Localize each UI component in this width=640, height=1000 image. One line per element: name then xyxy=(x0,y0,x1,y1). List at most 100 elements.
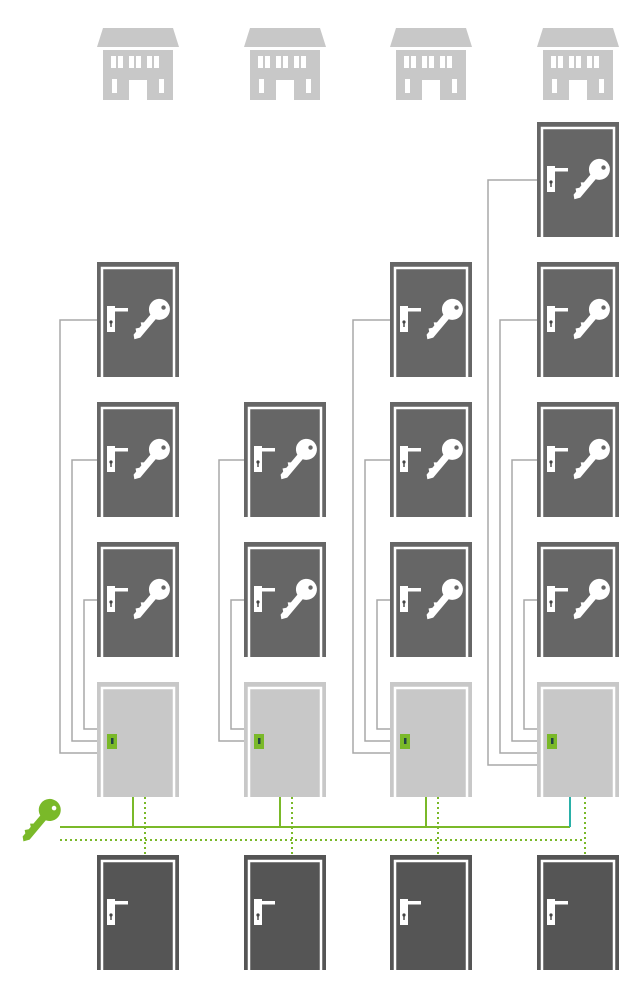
door-frame-line xyxy=(393,686,469,797)
house-icon xyxy=(244,28,326,100)
house-roof xyxy=(244,28,326,47)
door-handle-icon xyxy=(400,586,421,612)
keyed-door xyxy=(97,402,179,517)
house-entrance xyxy=(422,80,440,100)
keyhole xyxy=(550,182,552,187)
master-key-icon xyxy=(22,798,61,842)
key-blade xyxy=(573,173,597,200)
key-icon xyxy=(573,298,610,340)
house-roof xyxy=(390,28,472,47)
keyhole xyxy=(404,738,407,744)
handle-plate xyxy=(547,446,555,472)
key-bow xyxy=(588,298,610,320)
door-handle-icon xyxy=(107,899,128,925)
house-window xyxy=(452,79,457,93)
handle-plate xyxy=(254,899,262,925)
door-frame-line xyxy=(540,126,616,237)
door-frame-line xyxy=(247,406,323,517)
handle-lever xyxy=(112,588,128,592)
lock-wire xyxy=(376,599,390,730)
keyhole xyxy=(403,915,405,920)
lock-wire xyxy=(230,599,244,730)
key-blade xyxy=(573,593,597,620)
key-blade xyxy=(22,814,47,842)
door-frame-line xyxy=(247,686,323,797)
door-handle-icon xyxy=(547,899,568,925)
house-window xyxy=(411,56,416,68)
door-handle-icon xyxy=(107,446,128,472)
handle-plate xyxy=(547,306,555,332)
key-blade xyxy=(280,453,304,480)
house-window xyxy=(405,79,410,93)
house-entrance xyxy=(569,80,587,100)
handle-plate xyxy=(400,586,408,612)
key-blade xyxy=(133,453,157,480)
handle-lever xyxy=(112,308,128,312)
door-frame-line xyxy=(393,546,469,657)
handle-lever xyxy=(405,901,421,905)
door-handle-icon xyxy=(400,306,421,332)
house-roof xyxy=(537,28,619,47)
house-window xyxy=(154,56,159,68)
door-handle-icon xyxy=(107,586,128,612)
apartment-door xyxy=(97,855,179,970)
house-window xyxy=(306,79,311,93)
door-frame-line xyxy=(393,266,469,377)
keyhole xyxy=(110,602,112,607)
apartment-door xyxy=(390,855,472,970)
door-frame-line xyxy=(100,406,176,517)
central-entrance-door xyxy=(537,682,619,797)
key-hole xyxy=(601,585,606,590)
house-window xyxy=(447,56,452,68)
apartment-door xyxy=(537,855,619,970)
building-1 xyxy=(59,262,179,970)
key-icon xyxy=(573,158,610,200)
lock-wire xyxy=(59,319,97,754)
keyhole xyxy=(110,915,112,920)
handle-plate xyxy=(400,306,408,332)
handle-plate xyxy=(254,446,262,472)
key-bow xyxy=(148,438,170,460)
house-window xyxy=(276,56,281,68)
key-bow xyxy=(148,578,170,600)
house-entrance xyxy=(276,80,294,100)
keyhole xyxy=(550,602,552,607)
door-handle-icon xyxy=(547,446,568,472)
key-bow xyxy=(588,158,610,180)
master-key-lines xyxy=(60,826,583,841)
key-bow xyxy=(441,578,463,600)
door-frame-line xyxy=(393,406,469,517)
handle-plate xyxy=(107,899,115,925)
house-window xyxy=(594,56,599,68)
lock-wire xyxy=(499,319,537,754)
house-window xyxy=(404,56,409,68)
keyhole xyxy=(550,322,552,327)
keyed-door xyxy=(390,542,472,657)
key-hole xyxy=(161,445,166,450)
keyed-door xyxy=(244,402,326,517)
key-blade xyxy=(573,313,597,340)
keyed-door xyxy=(97,262,179,377)
house-window xyxy=(440,56,445,68)
door-frame-line xyxy=(100,266,176,377)
central-entrance-door xyxy=(390,682,472,797)
key-bow xyxy=(441,298,463,320)
handle-plate xyxy=(107,306,115,332)
keyhole xyxy=(258,738,261,744)
door-handle-icon xyxy=(547,586,568,612)
key-icon xyxy=(133,298,170,340)
key-blade xyxy=(426,593,450,620)
key-blade xyxy=(426,453,450,480)
handle-plate xyxy=(400,446,408,472)
handle-plate xyxy=(400,899,408,925)
lock-wire xyxy=(511,459,537,742)
house-window xyxy=(599,79,604,93)
keyed-door xyxy=(390,262,472,377)
handle-lever xyxy=(552,168,568,172)
door-frame-line xyxy=(540,546,616,657)
handle-lever xyxy=(259,448,275,452)
key-hole xyxy=(161,305,166,310)
central-entrance-door xyxy=(244,682,326,797)
handle-lever xyxy=(552,588,568,592)
handle-plate xyxy=(547,166,555,192)
